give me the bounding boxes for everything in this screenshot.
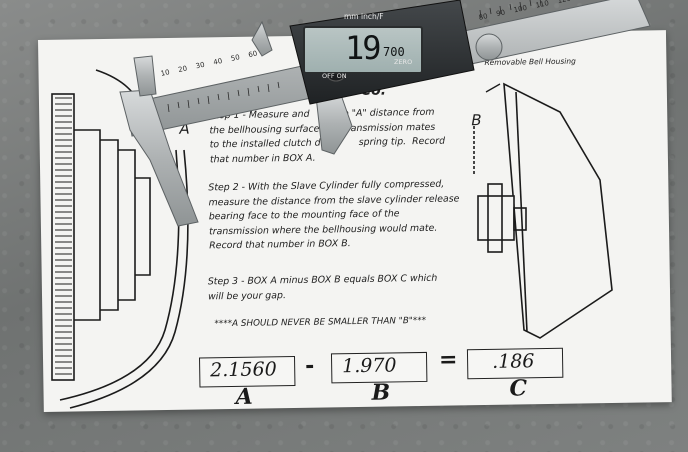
scale-number: 80 [478,12,489,22]
scale-number: 20 [177,64,188,75]
caliper-upper-jaw [133,55,157,97]
scale-number: 10 [160,68,171,78]
off-on-label: OFF ON [322,72,347,80]
scale-number: 50 [230,53,241,63]
left-clutch-diagram [51,69,189,409]
ring-gear-teeth [55,97,72,375]
scale-number: 30 [195,60,206,71]
caliper-sliding-upper-jaw [251,20,273,57]
scale-number: 40 [212,56,223,67]
lcd-main-digits: 19 [345,29,382,67]
lcd-small-digits: 700 [383,45,405,59]
caliper-fixed-jaw [119,89,199,227]
thumb-wheel [475,33,503,61]
caliper-lcd-display: 19 700 [303,26,423,74]
scale-ticks [167,0,542,113]
scale-number: 110 [534,0,550,10]
scale-number: 90 [495,8,506,19]
scale-number: 100 [513,3,528,15]
right-bellhousing-diagram [473,82,613,339]
zero-label: ZERO [394,58,413,66]
scale-number: 60 [247,49,259,60]
unit-label: mm inch/F [344,12,384,21]
